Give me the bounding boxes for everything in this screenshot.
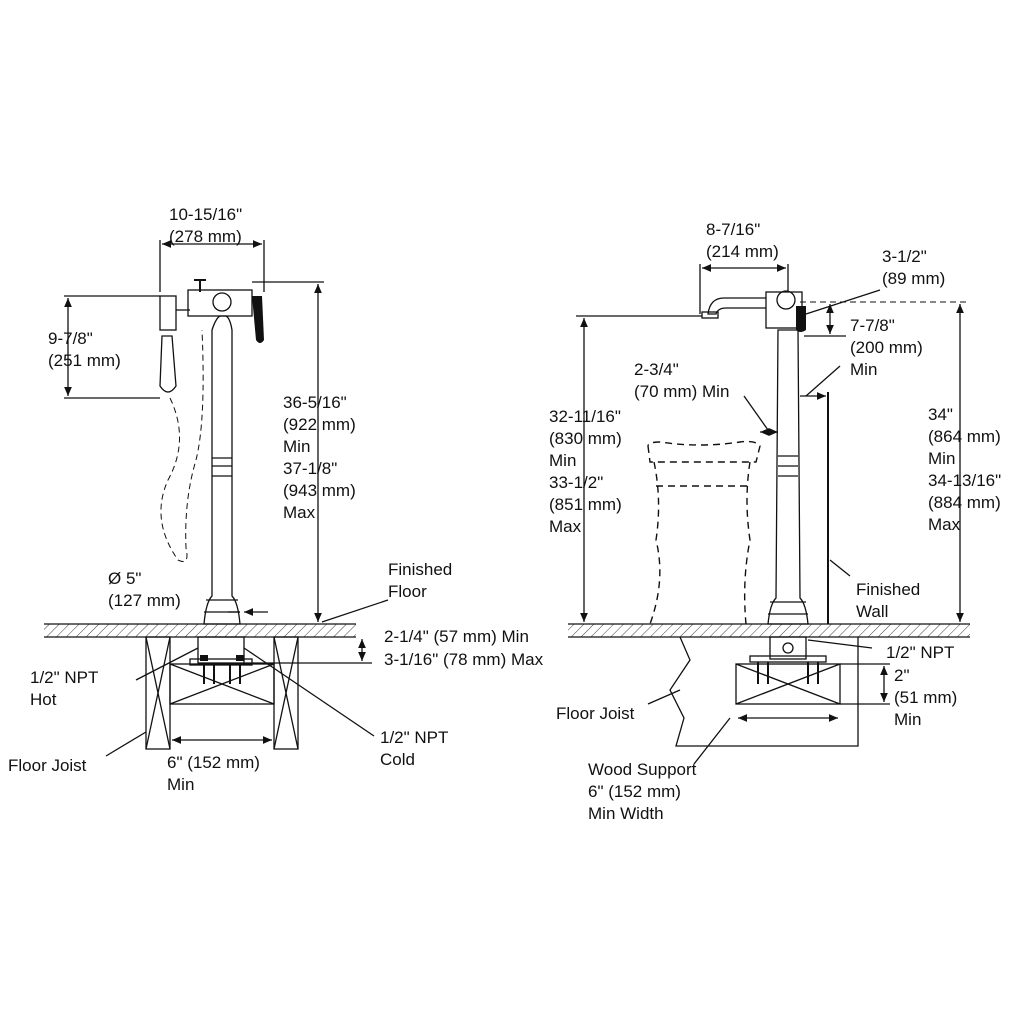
right-mounting-bracket <box>749 636 827 684</box>
right-support-depth-dimension: 2" (51 mm) Min <box>894 666 958 729</box>
right-finished-wall-label: Finished Wall <box>856 580 921 621</box>
left-mounting-bracket <box>189 636 253 684</box>
right-floor-joist <box>669 636 859 747</box>
right-floor-joist-label: Floor Joist <box>556 704 635 723</box>
left-height-dimension: 36-5/16" (922 mm) Min 37-1/8" (943 mm) M… <box>283 393 356 522</box>
left-joist-spacing-dimension: 6" (152 mm) Min <box>167 753 260 794</box>
left-floor-joist-label: Floor Joist <box>8 756 87 775</box>
left-dimension-lines <box>64 240 372 744</box>
left-width-dimension: 10-15/16" (278 mm) <box>169 205 243 246</box>
right-handle-height-dimension: 3-1/2" (89 mm) <box>882 247 946 288</box>
left-wood-support <box>169 663 275 705</box>
right-spout-reach-dimension: 8-7/16" (214 mm) <box>706 220 779 261</box>
right-wood-support <box>735 663 841 705</box>
right-faucet-column <box>701 290 809 625</box>
left-handshower-dimension: 9-7/8" (251 mm) <box>48 329 121 370</box>
left-rough-depth-min: 2-1/4" (57 mm) Min <box>384 627 529 646</box>
right-spout-height-dimension: 32-11/16" (830 mm) Min 33-1/2" (851 mm) … <box>549 407 622 536</box>
right-wood-support-label: Wood Support 6" (152 mm) Min Width <box>588 760 697 823</box>
left-finished-floor <box>44 623 356 638</box>
left-front-view <box>44 240 389 757</box>
left-finished-floor-label: Finished Floor <box>388 560 453 601</box>
right-npt-label: 1/2" NPT <box>886 643 955 662</box>
right-dimension-lines <box>576 264 966 722</box>
right-bathtub-outline <box>647 440 761 625</box>
left-base-diameter: Ø 5" (127 mm) <box>108 569 181 610</box>
left-rough-depth-max: 3-1/16" (78 mm) Max <box>384 650 544 669</box>
right-finished-floor <box>568 623 970 638</box>
right-side-view <box>568 264 970 765</box>
left-leader-lines <box>105 599 389 757</box>
left-npt-hot-label: 1/2" NPT Hot <box>30 668 99 709</box>
right-spout-drop-dimension: 7-7/8" (200 mm) Min <box>850 316 923 379</box>
right-total-height-dimension: 34" (864 mm) Min 34-13/16" (884 mm) Max <box>928 405 1002 534</box>
right-clearance-dimension: 2-3/4" (70 mm) Min <box>634 360 730 401</box>
left-faucet-column <box>159 279 264 625</box>
right-leader-lines <box>647 289 881 765</box>
left-npt-cold-label: 1/2" NPT Cold <box>380 728 449 769</box>
left-floor-joists <box>145 636 299 750</box>
